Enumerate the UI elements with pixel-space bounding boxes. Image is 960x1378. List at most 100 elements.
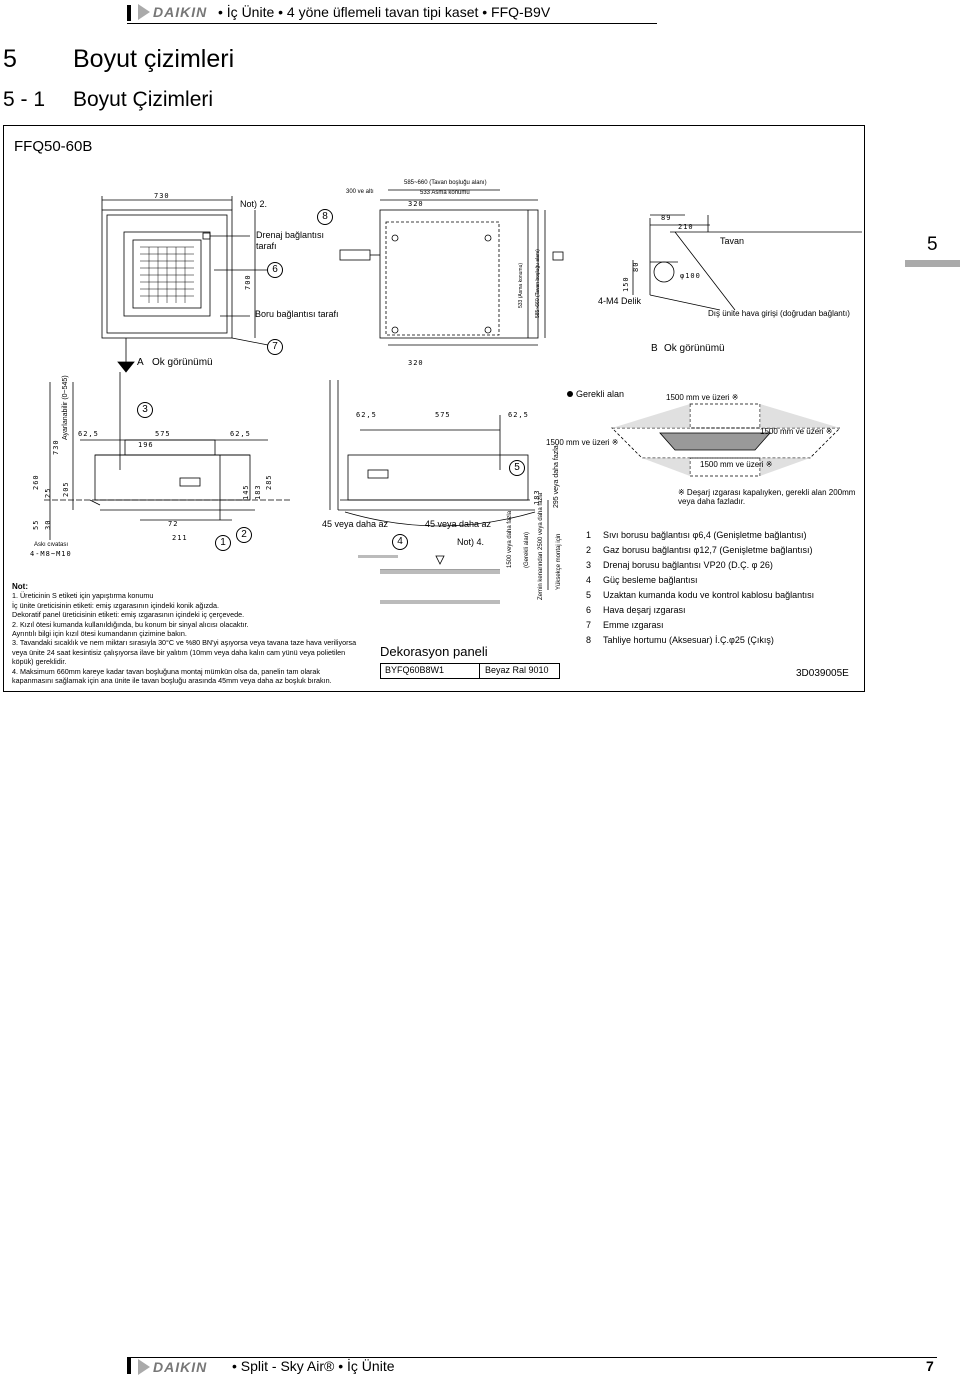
marker-5: 5 [509,460,525,476]
dim-205: 205 [62,481,70,497]
dim-285: 285 [265,474,273,490]
marker-7: 7 [267,339,283,355]
label-yuksek: Yüksekçe montaj için [556,533,562,590]
note-item: İç ünite üreticisinin etiketi: emiş ızga… [12,600,219,610]
marker-2: 2 [236,527,252,543]
label-not4: Not) 4. [457,537,485,547]
label-drenaj2: tarafı [256,241,277,251]
note-item: 3. Tavandaki sıcaklık ve nem miktarı sır… [12,638,357,667]
dim-730v: 730 [52,439,60,455]
label-b-letter: B [651,343,658,354]
dim-575b: 575 [435,411,451,419]
label-desarj-note: ※ Deşarj ızgarası kapalıyken, gerekli al… [678,488,856,506]
dim-210: 210 [678,223,694,231]
dim-145: 145 [242,484,250,500]
label-1500d: 1500 mm ve üzeri ※ [700,460,773,469]
label-asma-v: 533 (Asma konumu) [518,262,524,308]
label-45a: 45 veya daha az [322,519,389,529]
header-title: • İç Ünite • 4 yöne üflemeli tavan tipi … [218,4,551,20]
decoration-title: Dekorasyon paneli [380,644,488,659]
label-aski: Askı cıvatası [34,542,69,548]
label-1500a: 1500 mm ve üzeri ※ [666,393,739,402]
label-45b: 45 veya daha az [425,519,492,529]
label-m8: 4-M8~M10 [30,550,72,558]
note-item: Ayrıntılı bilgi için kızıl ötesi kumanda… [12,629,187,639]
footer-rule [127,1357,937,1376]
dim-260: 260 [32,474,40,490]
dim-625a: 62,5 [78,430,99,438]
dim-625b: 62,5 [230,430,251,438]
dim-30: 30 [44,519,52,530]
dim-55: 55 [32,519,40,530]
dim-89: 89 [661,214,672,222]
marker-1: 1 [215,535,231,551]
label-delik: 4-M4 Delik [598,296,642,306]
label-1500b: 1500 mm ve üzeri ※ [760,427,833,436]
label-b-view: Ok görünümü [664,343,725,354]
dim-625d: 62,5 [508,411,529,419]
dim-183: 183 [254,484,262,500]
dim-575a: 575 [155,430,171,438]
label-tavan-boslugu: 585~660 (Tavan boşluğu alanı) [404,180,487,186]
label-boru: Boru bağlantısı tarafı [255,309,339,319]
dim-80: 80 [632,261,640,272]
dim-100: φ100 [680,272,701,280]
notes-title: Not: [12,582,28,591]
label-tavan: Tavan [720,236,745,246]
dim-320b: 320 [408,359,424,367]
label-not2: Not) 2. [240,199,268,209]
marker-4: 4 [392,534,408,550]
note-item: 2. Kızıl ötesi kumanda kullanıldığında, … [12,619,249,629]
decoration-color: Beyaz Ral 9010 [485,665,549,675]
dim-700: 700 [244,274,252,290]
legend-gerekli-alan: Gerekli alan [567,389,624,399]
dim-72: 72 [168,520,179,528]
dim-730: 730 [154,192,170,200]
label-ayarlanabilir: Ayarlanabilir (0~545) [62,375,69,440]
footer-mark [127,1358,131,1374]
dim-183b: 183 [533,489,541,505]
note-item: Dekoratif panel üreticisinin etiketi: em… [12,610,245,620]
label-tavan-v: 585~660 (Tavan boşluğu alanı) [535,249,541,318]
decoration-table: BYFQ60B8W1 Beyaz Ral 9010 [380,663,560,679]
header-rule [127,5,657,24]
label-a-letter: A [137,357,144,368]
dim-211: 211 [172,534,188,542]
notes-block: Not: 1. Üreticinin S etiketi için yapışt… [12,582,357,685]
note-item: 4. Maksimum 660mm kareye kadar tavan boş… [12,666,332,686]
label-drenaj: Drenaj bağlantısı [256,230,325,240]
dim-25: 25 [44,487,52,498]
dim-320a: 320 [408,200,424,208]
label-asma: 533 Asma konumu [420,190,470,196]
label-gerekli-alan-v: (Gerekli alan) [524,531,530,568]
dimension-drawing [44,189,862,604]
decoration-model: BYFQ60B8W1 [385,665,445,675]
label-zemin: Zemin kenarından 2500 veya daha fazla [538,492,544,600]
marker-3: 3 [137,402,153,418]
label-295: 295 veya daha fazla [553,445,560,508]
label-300: 300 ve altı [346,189,374,195]
label-1500v: 1500 veya daha fazla [507,510,513,568]
dim-196: 196 [138,441,154,449]
label-dis-unite: Dış ünite hava girişi (doğrudan bağlantı… [708,309,850,318]
label-a-view: Ok görünümü [152,357,213,368]
document-code: 3D039005E [796,668,849,679]
model-label: FFQ50-60B [14,138,93,155]
footer-text: • Split - Sky Air® • İç Ünite [232,1358,395,1374]
drawing-frame [3,125,865,692]
dim-150: 150 [622,276,630,292]
page-number: 7 [926,1358,934,1374]
header-mark [127,5,131,21]
note-item: 1. Üreticinin S etiketi için yapıştırma … [12,591,154,601]
